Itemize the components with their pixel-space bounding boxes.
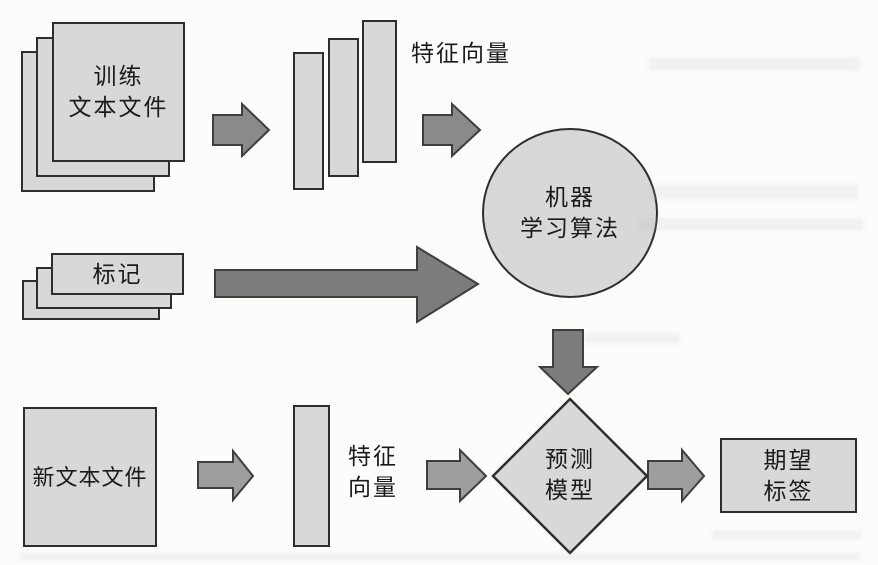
ml-algorithm-label-line1: 机器 <box>545 185 595 210</box>
node-labels-stack: 标记 <box>51 253 184 295</box>
feature-vector-bottom-label: 特征 向量 <box>341 441 405 503</box>
arrow-model-to-label <box>647 447 706 504</box>
prediction-model-label-line2: 模型 <box>545 478 595 503</box>
training-docs-label-line2: 文本文件 <box>68 95 169 120</box>
prediction-model-label-line1: 预测 <box>545 447 595 472</box>
labels-stack-label: 标记 <box>92 261 143 287</box>
feature-vector-bar-middle <box>328 38 359 177</box>
expected-label-line1: 期望 <box>763 447 814 473</box>
prediction-model-label: 预测 模型 <box>520 444 620 506</box>
arrow-training-to-features <box>212 101 271 159</box>
node-ml-algorithm: 机器 学习算法 <box>482 128 658 298</box>
expected-label-line2: 标签 <box>763 478 814 504</box>
new-doc-label: 新文本文件 <box>32 464 148 490</box>
feature-vector-bar-single <box>293 405 330 547</box>
feature-vector-bottom-label-line2: 向量 <box>348 475 398 500</box>
node-new-doc: 新文本文件 <box>23 407 157 547</box>
arrow-vector-to-model <box>426 447 488 504</box>
scan-artifact <box>585 333 680 344</box>
arrow-features-to-algorithm <box>422 101 482 159</box>
scan-artifact <box>20 553 860 561</box>
training-docs-label-line1: 训练 <box>93 64 144 89</box>
scan-artifact <box>638 218 864 231</box>
training-docs-label: 训练 文本文件 <box>69 61 169 123</box>
scan-artifact <box>650 184 858 200</box>
feature-vector-bar-left <box>293 52 324 190</box>
expected-label-text: 期望 标签 <box>764 445 814 507</box>
node-training-docs: 训练 文本文件 <box>52 22 185 162</box>
feature-vectors-top-label: 特征向量 <box>411 41 511 66</box>
arrow-labels-to-algorithm <box>214 245 480 324</box>
ml-algorithm-label-line2: 学习算法 <box>520 216 620 241</box>
feature-vector-bottom-label-line1: 特征 <box>348 444 398 469</box>
ml-algorithm-label: 机器 学习算法 <box>520 182 620 244</box>
scan-artifact <box>648 57 860 71</box>
feature-vector-bar-right <box>362 20 397 163</box>
scan-artifact <box>712 530 862 540</box>
arrow-newdoc-to-vector <box>197 448 255 503</box>
node-expected-label: 期望 标签 <box>720 438 857 513</box>
